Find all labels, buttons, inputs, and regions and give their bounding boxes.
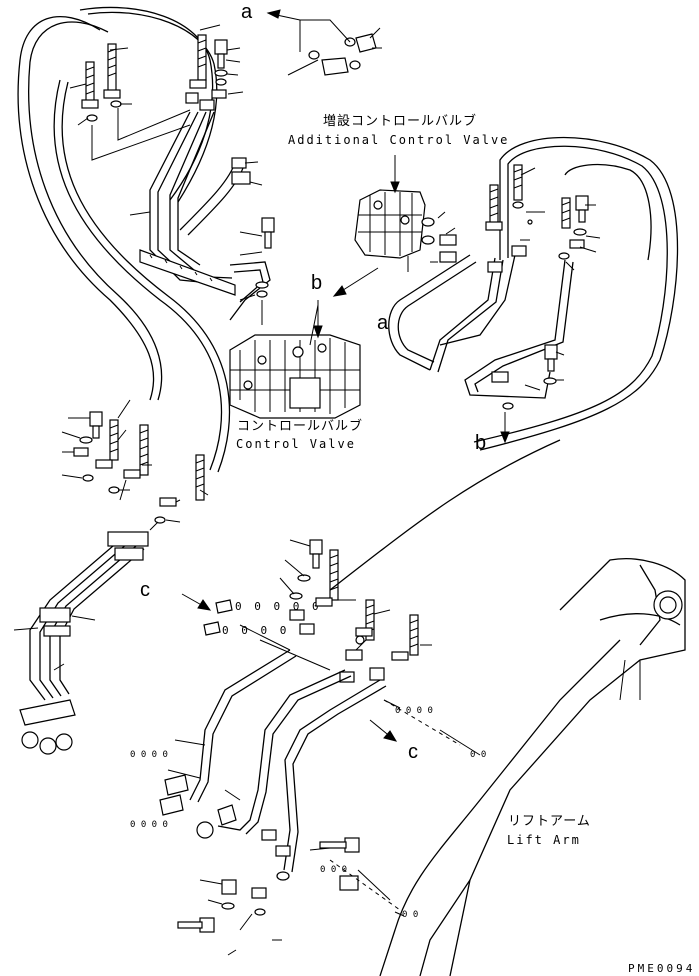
control-valve-label-jp: コントロールバルブ [237, 419, 364, 434]
ref-a-mid: a [377, 312, 389, 334]
additional-control-valve [354, 189, 457, 272]
leader-lines [329, 699, 461, 911]
mid-left-bolts [61, 399, 209, 531]
arrow-icon [181, 9, 510, 742]
c-upper-fittings: 0 0 0 0 0 0 0 0 0 0 [203, 599, 385, 683]
ref-c-right: c [408, 741, 418, 763]
control-valve-label-en: Control Valve [236, 437, 356, 451]
top-center-fittings [185, 24, 244, 111]
svg-text:0 0 0 0: 0 0 0 0 [130, 820, 168, 830]
svg-text:0 0: 0 0 [470, 750, 486, 760]
a-fittings [287, 19, 382, 76]
ref-c-left: c [140, 579, 150, 601]
additional-valve-label-jp: 増設コントロールバルブ [323, 114, 478, 129]
additional-valve-label-en: Additional Control Valve [288, 133, 510, 147]
right-bolts [485, 164, 601, 410]
ref-a-top: a [241, 1, 253, 23]
lower-pipes [189, 439, 561, 873]
top-left-bolts [69, 43, 191, 161]
center-lower-bolts [279, 539, 432, 661]
upper-pipe-bundle [129, 111, 271, 321]
ref-b-right: b [475, 432, 487, 454]
svg-text:0 0 0 0: 0 0 0 0 [130, 750, 168, 760]
lift-arm [379, 558, 686, 976]
ref-b-mid: b [311, 272, 323, 294]
lower-left-pipes [13, 531, 149, 755]
control-valve [229, 304, 361, 419]
drawing-code: PME0094 [628, 962, 696, 975]
center-bolt [239, 217, 275, 325]
svg-text:0 0 0 0 0: 0 0 0 0 0 [222, 624, 309, 637]
svg-text:0 0: 0 0 [402, 910, 418, 920]
svg-text:0 0 0: 0 0 0 [320, 865, 347, 875]
lift-arm-label-en: Lift Arm [507, 833, 581, 847]
svg-text:0 0 0 0 0: 0 0 0 0 0 [235, 600, 322, 613]
lower-fittings: 0 0 0 0 0 0 0 0 0 0 0 0 0 0 0 0 0 0 0 [130, 699, 486, 956]
lift-arm-label-jp: リフトアーム [508, 814, 591, 829]
svg-text:0 0 0 0: 0 0 0 0 [395, 706, 433, 716]
left-long-hoses [17, 6, 231, 473]
right-hose-loop [388, 136, 679, 451]
